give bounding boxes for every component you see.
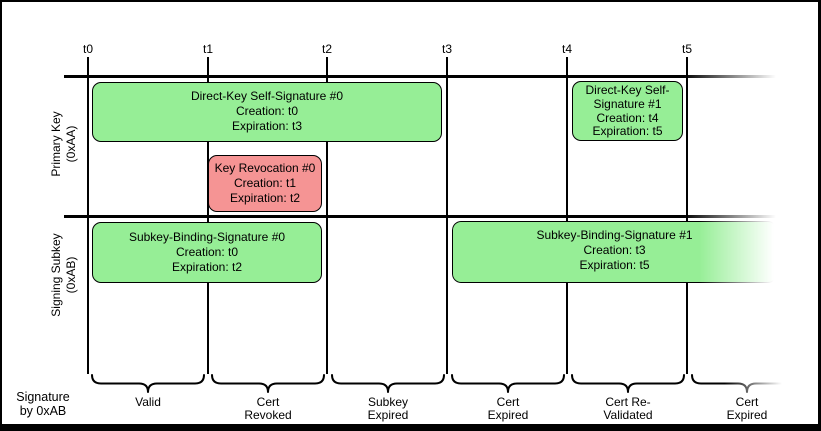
box-direct-key-self-signature-0: Direct-Key Self-Signature #0 Creation: t…	[92, 82, 442, 142]
tick-label-t0: t0	[82, 42, 93, 56]
box-direct-key-self-signature-1: Direct-Key Self-Signature #1 Creation: t…	[572, 81, 683, 141]
brace-cert-expired-2	[691, 374, 803, 393]
box-expiration: Expiration: t5	[579, 258, 650, 272]
brace-cert-revoked	[211, 374, 325, 393]
box-creation: Creation: t0	[175, 245, 239, 259]
interval-label-cert-revalidated: Cert Re- Validated	[603, 395, 653, 422]
box-title: Direct-Key Self-Signature #1	[585, 83, 670, 111]
interval-label-valid: Valid	[135, 395, 161, 409]
signing-subkey-timeline-line	[64, 215, 776, 218]
brace-cert-revalidated	[571, 374, 685, 393]
signing-subkey-row-label: Signing Subkey (0xAB)	[49, 233, 78, 317]
box-expiration: Expiration: t3	[231, 119, 303, 133]
tick-label-t4: t4	[561, 42, 572, 56]
box-creation: Creation: t1	[233, 176, 297, 190]
box-key-revocation-0: Key Revocation #0 Creation: t1 Expiratio…	[208, 155, 322, 212]
tick-label-t2: t2	[321, 42, 332, 56]
box-title: Direct-Key Self-Signature #0	[190, 89, 344, 103]
interval-label-cert-revoked: Cert Revoked	[244, 395, 292, 422]
box-creation: Creation: t0	[235, 104, 299, 118]
brace-valid	[91, 374, 205, 393]
signature-axis-label: Signature by 0xAB	[16, 390, 70, 418]
brace-subkey-expired	[331, 374, 445, 393]
box-creation: Creation: t4	[596, 110, 659, 125]
box-expiration: Expiration: t5	[592, 124, 663, 139]
tick-label-t3: t3	[441, 42, 452, 56]
brace-cert-expired	[451, 374, 565, 393]
interval-label-cert-expired: Cert Expired	[487, 395, 529, 422]
box-subkey-binding-signature-1: Subkey-Binding-Signature #1 Creation: t3…	[452, 221, 777, 283]
fading-box-background	[452, 221, 777, 283]
box-subkey-binding-signature-0: Subkey-Binding-Signature #0 Creation: t0…	[92, 222, 322, 283]
box-expiration: Expiration: t2	[229, 191, 301, 205]
primary-key-row-label: Primary Key (0xAA)	[49, 111, 78, 177]
box-title: Subkey-Binding-Signature #1	[536, 228, 693, 242]
primary-key-timeline-line	[64, 75, 776, 78]
box-expiration: Expiration: t2	[171, 260, 243, 274]
box-title: Key Revocation #0	[214, 161, 316, 175]
box-creation: Creation: t3	[583, 243, 646, 257]
box-title: Subkey-Binding-Signature #0	[128, 230, 286, 244]
interval-label-subkey-expired: Subkey Expired	[367, 395, 409, 422]
tick-label-t5: t5	[681, 42, 692, 56]
tick-label-t1: t1	[202, 42, 213, 56]
interval-label-cert-expired-2: Cert Expired	[726, 395, 768, 422]
